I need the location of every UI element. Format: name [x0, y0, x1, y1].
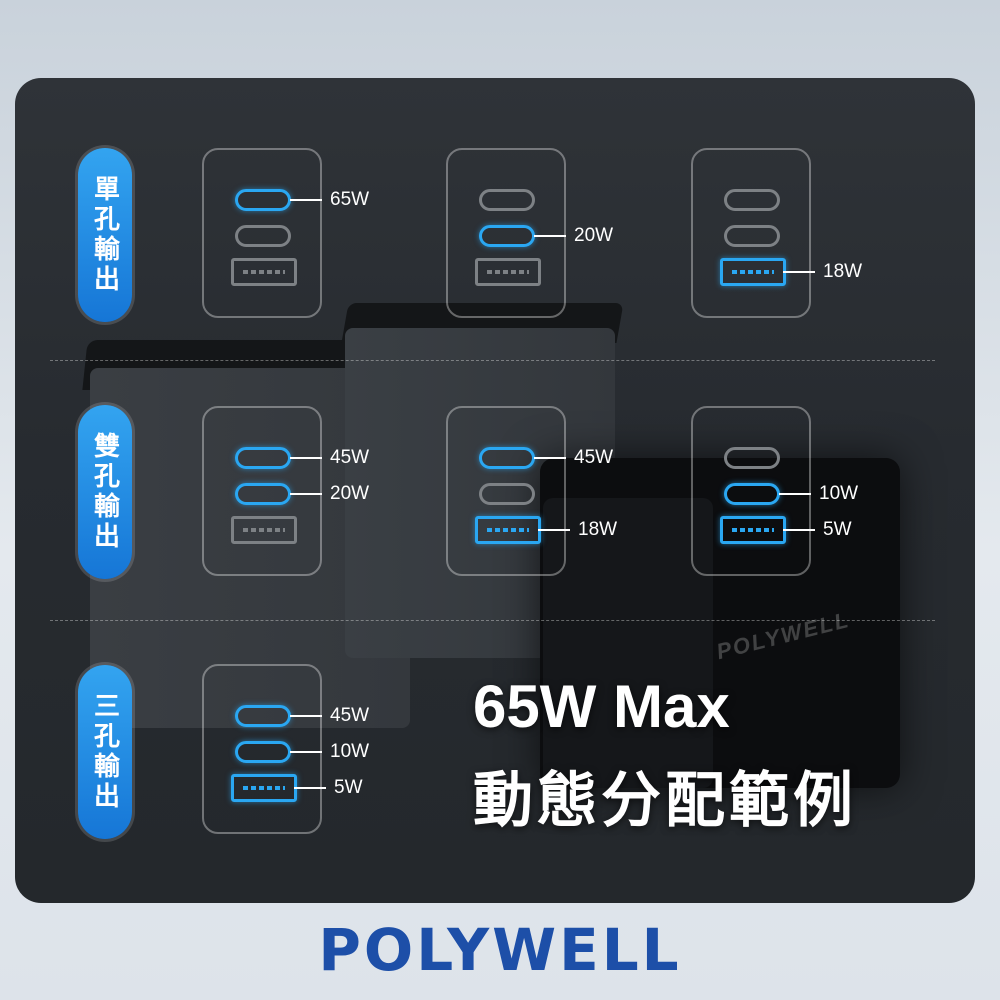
callout-line [290, 199, 322, 201]
port-card [691, 406, 811, 576]
callout-line [779, 493, 811, 495]
usb-a-port-icon [720, 516, 786, 544]
callout-line [783, 271, 815, 273]
usb-c-port-icon [724, 483, 780, 505]
row-label-triple: 三孔輸出 [78, 665, 132, 839]
wattage-label: 5W [823, 519, 852, 540]
port-card [202, 664, 322, 834]
usb-c-port-icon [724, 447, 780, 469]
wattage-label: 18W [578, 519, 618, 540]
callout-line [290, 715, 322, 717]
port-card [446, 406, 566, 576]
callout-line [534, 457, 566, 459]
wattage-label: 45W [330, 447, 370, 468]
usb-a-port-icon [231, 774, 297, 802]
headline: 65W Max [473, 673, 730, 740]
callout-line [538, 529, 570, 531]
subheadline: 動態分配範例 [473, 766, 857, 836]
usb-c-port-icon [235, 483, 291, 505]
row-label-single: 單孔輸出 [78, 148, 132, 322]
usb-c-port-icon [235, 741, 291, 763]
usb-c-port-icon [479, 189, 535, 211]
callout-line [290, 493, 322, 495]
usb-c-port-icon [724, 189, 780, 211]
wattage-label: 10W [819, 483, 859, 504]
wattage-label: 18W [823, 261, 863, 282]
product-panel: POLYWELL [15, 78, 975, 903]
usb-a-port-icon [720, 258, 786, 286]
callout-line [294, 787, 326, 789]
wattage-label: 20W [574, 225, 614, 246]
callout-line [534, 235, 566, 237]
wattage-label: 45W [330, 705, 370, 726]
usb-c-port-icon [479, 447, 535, 469]
wattage-label: 45W [574, 447, 614, 468]
wattage-label: 5W [334, 777, 363, 798]
usb-c-port-icon [724, 225, 780, 247]
wattage-label: 10W [330, 741, 370, 762]
row-divider [50, 360, 935, 361]
callout-line [290, 751, 322, 753]
port-card [202, 148, 322, 318]
wattage-label: 20W [330, 483, 370, 504]
callout-line [783, 529, 815, 531]
row-divider [50, 620, 935, 621]
usb-a-port-icon [475, 258, 541, 286]
port-card [202, 406, 322, 576]
callout-line [290, 457, 322, 459]
usb-a-port-icon [231, 516, 297, 544]
usb-c-port-icon [235, 189, 291, 211]
brand-logo: POLYWELL [318, 916, 682, 984]
wattage-label: 65W [330, 189, 370, 210]
usb-c-port-icon [235, 705, 291, 727]
row-label-dual: 雙孔輸出 [78, 405, 132, 579]
charger-image-right-face [543, 498, 713, 788]
usb-c-port-icon [235, 225, 291, 247]
usb-c-port-icon [235, 447, 291, 469]
usb-a-port-icon [231, 258, 297, 286]
usb-c-port-icon [479, 483, 535, 505]
port-card [691, 148, 811, 318]
usb-a-port-icon [475, 516, 541, 544]
port-card [446, 148, 566, 318]
usb-c-port-icon [479, 225, 535, 247]
